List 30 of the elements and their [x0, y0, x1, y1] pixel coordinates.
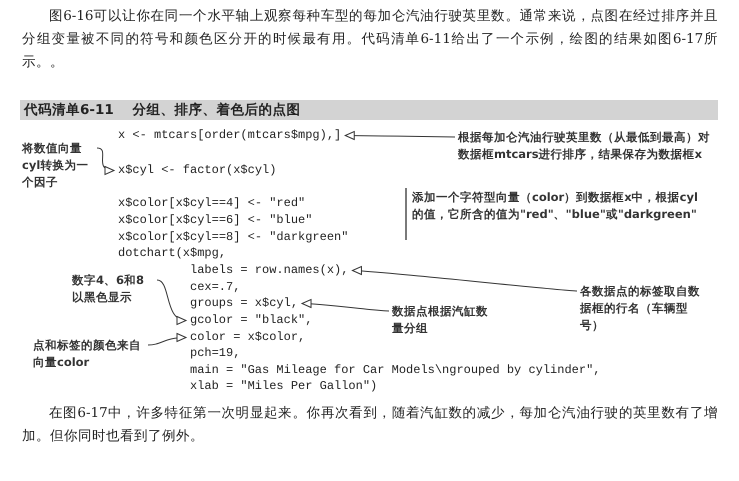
- callout-text: 点和标签的颜色来自向量color: [33, 337, 145, 371]
- code-line: x$color[x$cyl==4] <- "red": [118, 196, 306, 211]
- code-line: color = x$color,: [190, 330, 306, 345]
- body-paragraph: 在图6-17中，许多特征第一次明显起来。你再次看到，随着汽缸数的减少，每加仑汽油行驶的英里数有了增加。但你同时也看到了例外。: [22, 404, 718, 446]
- code-line: x$color[x$cyl==8] <- "darkgreen": [118, 230, 348, 245]
- code-line: x$cyl <- factor(x$cyl): [118, 163, 276, 178]
- leader-arrow: [352, 266, 578, 292]
- leader-arrow: [156, 280, 186, 324]
- code-line: x <- mtcars[order(mtcars$mpg),]: [118, 128, 342, 143]
- code-line: cex=.7,: [190, 280, 240, 295]
- code-line: pch=19,: [190, 346, 240, 361]
- callout-text: 数字4、6和8以黑色显示: [72, 272, 154, 306]
- leader-arrow: [96, 148, 114, 174]
- bracket-note: 添加一个字符型向量（color）到数据框x中，根据cyl的值，它所含的值为"red"、"blue"或"darkgreen": [412, 189, 699, 223]
- code-line: gcolor = "black",: [190, 313, 312, 328]
- code-line: main = "Gas Mileage for Car Models\ngrouped by cylinder",: [190, 363, 600, 378]
- leader-arrow: [344, 131, 456, 140]
- callout-text: 数据点根据汽缸数量分组: [392, 303, 492, 337]
- body-paragraph: 图6-16可以让你在同一个水平轴上观察每种车型的每加仑汽油行驶英里数。通常来说，点图在经过排序并且分组变量被不同的符号和颜色区分开的时候最有用。代码清单6-11给出了一个示例，绘图的结果如图6-17所示。。: [22, 7, 718, 72]
- listing-heading: 代码清单6-11 分组、排序、着色后的点图: [20, 100, 718, 120]
- callout-text: 各数据点的标签取自数据框的行名（车辆型号）: [580, 283, 702, 334]
- code-line: x$color[x$cyl==6] <- "blue": [118, 213, 312, 228]
- code-line: groups = x$cyl,: [190, 296, 298, 311]
- leader-arrow: [148, 333, 186, 346]
- code-line: xlab = "Miles Per Gallon"): [190, 379, 378, 394]
- callout-text: 根据每加仑汽油行驶英里数（从最低到最高）对数据框mtcars进行排序，结果保存为数据框x: [458, 129, 720, 163]
- callout-text: 将数值向量cyl转换为一个因子: [22, 140, 94, 191]
- leader-arrow: [302, 299, 390, 312]
- code-line: labels = row.names(x),: [190, 263, 348, 278]
- code-line: dotchart(x$mpg,: [118, 246, 226, 261]
